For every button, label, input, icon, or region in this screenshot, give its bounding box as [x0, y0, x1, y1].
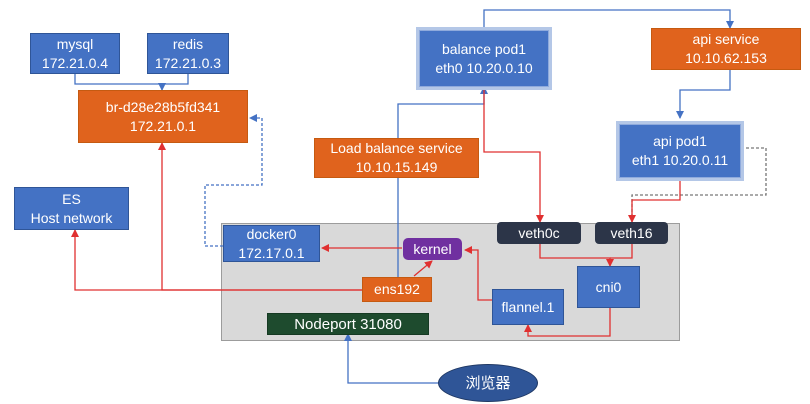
api-service-ip: 10.10.62.153	[685, 50, 767, 66]
kernel-node: kernel	[403, 238, 462, 260]
edge-veth0c-cni0	[539, 244, 614, 267]
api-service-label: api service	[692, 31, 760, 47]
redis-node: redis 172.21.0.3	[147, 33, 229, 74]
api-pod-node: api pod1 eth1 10.20.0.11	[619, 124, 741, 178]
flannel-node: flannel.1	[492, 289, 564, 325]
ens192-node: ens192	[362, 277, 432, 302]
cni0-label: cni0	[595, 278, 622, 295]
edge-api-pod-veth16-red	[628, 180, 681, 223]
edge-ens192-es	[71, 229, 362, 291]
nodeport-label: Nodeport 31080	[294, 315, 402, 333]
docker0-node: docker0 172.17.0.1	[223, 225, 320, 262]
browser-node[interactable]: 浏览器	[438, 364, 538, 402]
balance-pod-node: balance pod1 eth0 10.20.0.10	[419, 30, 549, 87]
kernel-label: kernel	[413, 240, 452, 257]
lb-service-ip: 10.10.15.149	[355, 159, 438, 175]
redis-label: redis	[172, 35, 204, 52]
nodeport-node: Nodeport 31080	[267, 313, 429, 335]
es-label: ES	[62, 190, 81, 207]
edge-veth16-cni0	[610, 244, 633, 259]
mysql-node: mysql 172.21.0.4	[30, 33, 120, 74]
lb-service-label: Load balance service	[330, 140, 463, 156]
veth0c-label: veth0c	[518, 224, 560, 241]
bridge-ip: 172.21.0.1	[129, 117, 197, 134]
edge-docker0-bridge	[204, 114, 263, 247]
api-service-node: api service 10.10.62.153	[651, 28, 801, 70]
bridge-node: br-d28e28b5fd341 172.21.0.1	[78, 90, 248, 143]
lb-service-node: Load balance service 10.10.15.149	[314, 138, 479, 178]
edge-api-service-pod	[676, 70, 731, 119]
edge-cni0-flannel	[524, 308, 611, 337]
cni0-node: cni0	[577, 266, 640, 308]
docker0-label: docker0	[246, 225, 297, 242]
balance-pod-label: balance pod1	[441, 40, 527, 57]
edge-balance-api-service	[483, 9, 734, 29]
redis-ip: 172.21.0.3	[154, 54, 222, 71]
edge-flannel-kernel	[464, 246, 492, 301]
mysql-ip: 172.21.0.4	[41, 54, 109, 71]
balance-pod-iface: eth0 10.20.0.10	[435, 59, 533, 76]
bridge-label: br-d28e28b5fd341	[105, 98, 221, 115]
ens192-label: ens192	[374, 281, 420, 297]
es-sub-label: Host network	[30, 209, 113, 226]
edge-redis-bridge	[162, 73, 189, 85]
browser-label: 浏览器	[465, 374, 511, 392]
es-node: ES Host network	[14, 187, 129, 230]
edge-ens192-kernel	[413, 260, 433, 277]
edge-browser-nodeport	[344, 333, 438, 384]
docker0-ip: 172.17.0.1	[238, 244, 305, 261]
api-pod-label: api pod1	[653, 133, 707, 149]
mysql-label: mysql	[56, 35, 94, 52]
api-pod-iface: eth1 10.20.0.11	[631, 152, 729, 168]
edge-mysql-bridge	[74, 73, 166, 91]
edge-balance-veth0c	[483, 87, 544, 223]
flannel-label: flannel.1	[501, 298, 555, 315]
veth16-node: veth16	[595, 222, 668, 244]
veth16-label: veth16	[610, 224, 653, 241]
veth0c-node: veth0c	[497, 222, 581, 244]
